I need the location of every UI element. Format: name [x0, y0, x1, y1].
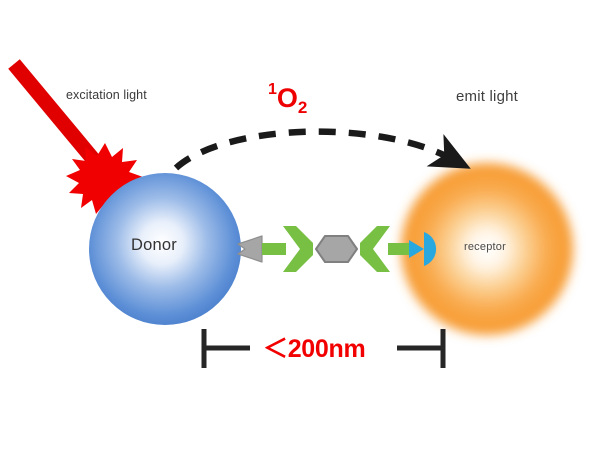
singlet-oxygen-transfer-arrow: [173, 128, 471, 171]
linker-green-bar-left: [262, 243, 286, 255]
linker-hexagon-icon: [315, 235, 358, 263]
excitation-light-label: excitation light: [66, 88, 147, 102]
linker-green-antibody-right-icon: [360, 226, 390, 272]
singlet-oxygen-superscript: 1: [268, 81, 277, 98]
receptor-sphere: [401, 163, 573, 335]
singlet-oxygen-element: O: [276, 83, 298, 113]
linker-green-bar-right: [388, 243, 412, 255]
distance-caliper: [201, 329, 446, 368]
donor-sphere: [89, 173, 241, 325]
receptor-label: receptor: [464, 241, 506, 253]
singlet-oxygen-formula: 1O2: [268, 81, 308, 117]
emit-light-label: emit light: [456, 88, 519, 105]
distance-label: ＜200nm: [263, 335, 366, 363]
donor-label: Donor: [131, 236, 177, 254]
linker-blue-halfdisc-icon: [424, 232, 437, 266]
linker-gray-chevron-icon: [237, 235, 263, 263]
singlet-oxygen-subscript: 2: [297, 98, 308, 117]
linker-green-antibody-left-icon: [283, 226, 313, 272]
linker-blue-triangle-icon: [409, 240, 424, 258]
molecular-linker: [237, 226, 437, 272]
